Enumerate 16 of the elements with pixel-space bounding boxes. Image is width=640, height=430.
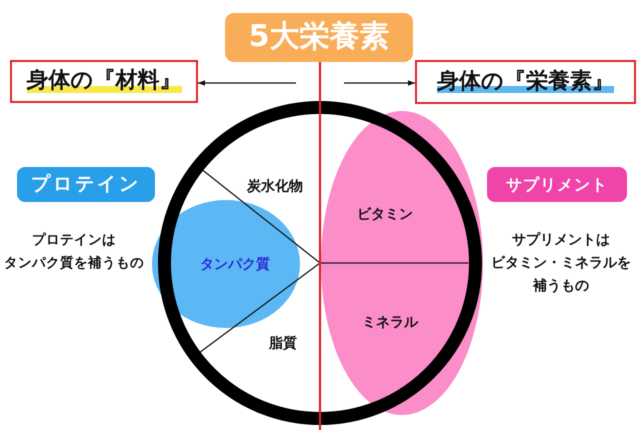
description-text: プロテインはタンパク質を補うもの: [3, 231, 145, 273]
sector-label: タンパク質: [200, 256, 270, 274]
circle-outline: [158, 101, 482, 425]
description-text: サプリメントはビタミン・ミネラルを補うもの: [490, 231, 632, 296]
banner-text: 5大栄養素: [248, 20, 390, 55]
title-banner: [225, 13, 413, 62]
category-tag: [487, 167, 627, 202]
sector-label: ミネラル: [362, 314, 418, 332]
arrow: [344, 80, 415, 86]
arrow: [198, 80, 296, 86]
category-tag: [17, 167, 155, 202]
tag-text: プロテイン: [31, 173, 141, 196]
tag-text: サプリメント: [506, 174, 608, 194]
sector-label: 炭水化物: [247, 178, 303, 196]
sector-label: ビタミン: [357, 206, 413, 224]
sector-label: 脂質: [269, 336, 297, 352]
